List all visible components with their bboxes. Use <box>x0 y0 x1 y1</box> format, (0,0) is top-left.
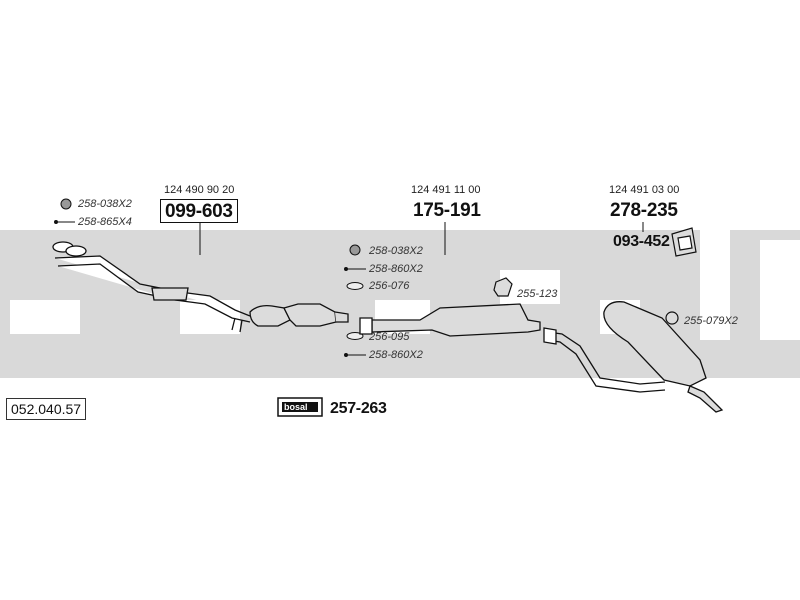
rear-hanger-label: 255-079X2 <box>684 315 738 327</box>
bosal-logo <box>277 397 323 417</box>
catalytic-converter <box>249 303 349 327</box>
middle-accessory-label: 258-038X2 <box>369 245 423 257</box>
middle-accessory-label: 256-095 <box>369 331 410 343</box>
middle-accessory-label: 256-076 <box>369 280 410 292</box>
middle-silencer-part-number: 175-191 <box>413 200 481 221</box>
middle-hanger-label: 255-123 <box>517 288 558 300</box>
rear-silencer <box>603 301 724 413</box>
rear-pipe <box>543 327 666 393</box>
front-accessories <box>54 198 75 224</box>
bracket-093-452 <box>671 227 697 257</box>
middle-silencer-oe-number: 124 491 11 00 <box>411 184 481 196</box>
front-accessory-label: 258-865X4 <box>78 216 132 228</box>
middle-accessory-label: 258-860X2 <box>369 349 423 361</box>
bosal-logo-text: bosal <box>284 402 308 412</box>
front-pipe-part-number: 099-603 <box>160 199 238 223</box>
hanger-255-079 <box>665 311 679 325</box>
rear-bracket-part-number: 093-452 <box>613 233 670 250</box>
front-pipe-oe-number: 124 490 90 20 <box>164 184 235 196</box>
diagram-reference: 052.040.57 <box>6 398 87 420</box>
hanger-255-123 <box>493 277 513 297</box>
middle-accessory-label: 258-860X2 <box>369 263 423 275</box>
kit-number: 257-263 <box>330 400 387 417</box>
middle-accessories <box>344 244 366 357</box>
leader-lines <box>199 222 644 255</box>
front-accessory-label: 258-038X2 <box>78 198 132 210</box>
rear-silencer-part-number: 278-235 <box>610 200 678 221</box>
middle-silencer <box>359 303 541 337</box>
rear-silencer-oe-number: 124 491 03 00 <box>609 184 680 196</box>
front-pipe <box>52 241 251 333</box>
